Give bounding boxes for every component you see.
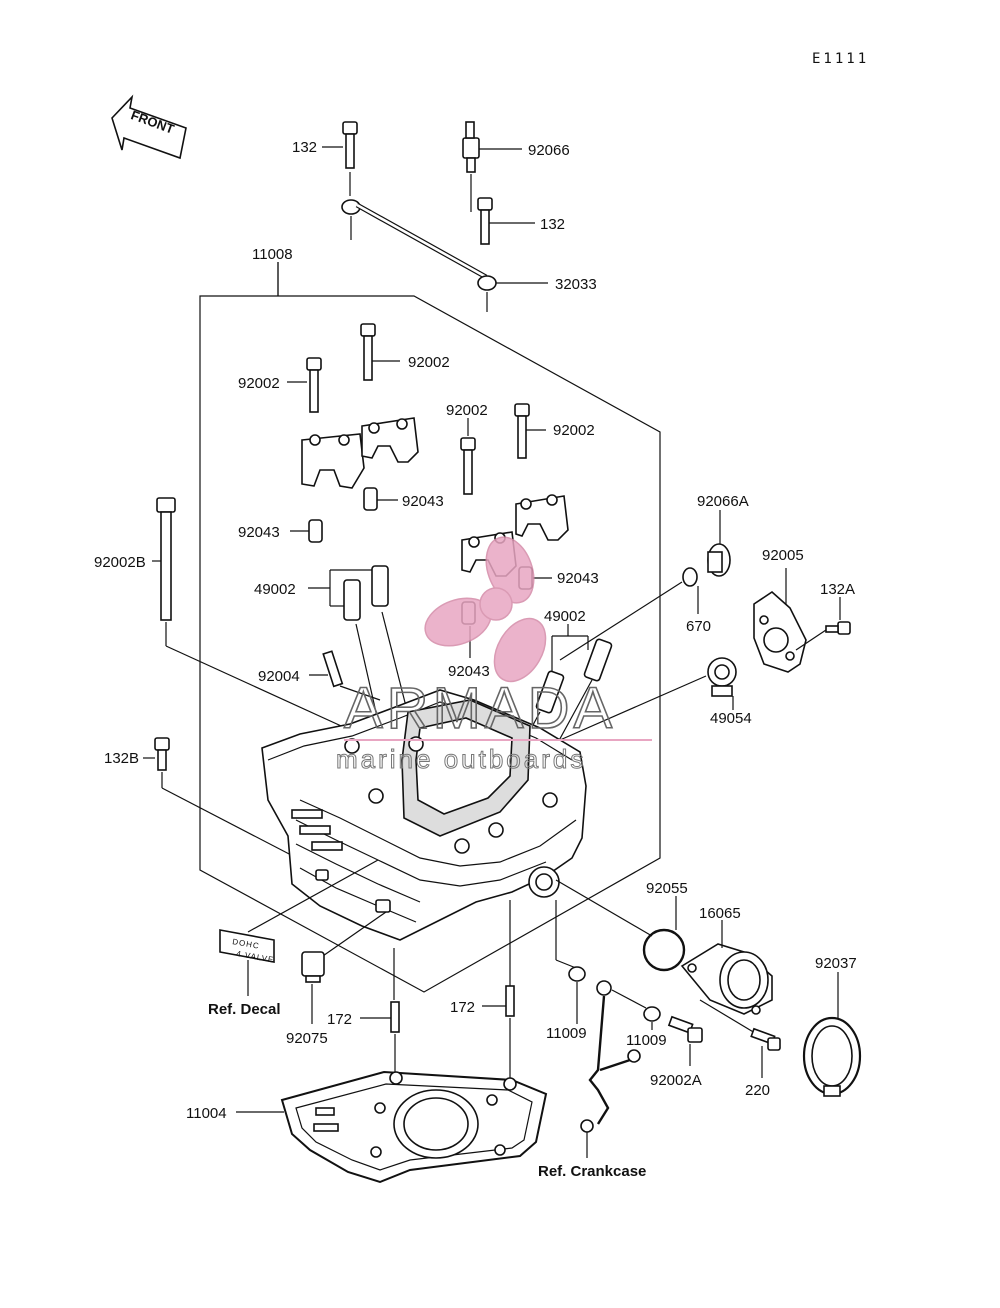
stud-172-left (390, 1001, 400, 1033)
label-132-mid: 132 (540, 216, 565, 233)
valve-lifter-49002-right (535, 638, 613, 714)
thermostat-49054 (707, 657, 737, 697)
dowel-92043-a (363, 487, 378, 511)
label-92043-b: 92043 (238, 524, 280, 541)
camshaft-cap-left (301, 433, 365, 489)
stud-172-right (505, 985, 515, 1017)
sensor-92075 (301, 951, 325, 983)
valve-lifter-49002-left (343, 565, 389, 621)
label-32033: 32033 (555, 276, 597, 293)
watermark-tagline: marine outboards (336, 744, 586, 774)
label-ref-decal: Ref. Decal (208, 1001, 281, 1018)
label-172-b: 172 (450, 999, 475, 1016)
label-92005: 92005 (762, 547, 804, 564)
label-92066: 92066 (528, 142, 570, 159)
bolt-92002-d (514, 403, 530, 459)
label-92004: 92004 (258, 668, 300, 685)
label-11008: 11008 (252, 246, 293, 263)
oil-pipe (580, 980, 641, 1133)
label-92002B: 92002B (94, 554, 146, 571)
decal: DOHC 4 VALVE (219, 929, 275, 965)
label-92066A: 92066A (697, 493, 749, 510)
washer-11009-left (568, 966, 586, 982)
label-49002-b: 49002 (544, 608, 586, 625)
label-220: 220 (745, 1082, 770, 1099)
label-132B: 132B (104, 750, 139, 767)
label-ref-crankcase: Ref. Crankcase (538, 1163, 646, 1180)
clamp-92037 (802, 1016, 862, 1097)
camshaft-cap-right (361, 417, 419, 463)
oring-92055 (642, 928, 686, 972)
bolt-132-top (342, 121, 358, 169)
oring-670 (682, 567, 698, 587)
label-132A: 132A (820, 581, 855, 598)
label-92002-c: 92002 (446, 402, 488, 419)
thermostat-cover-92005 (753, 590, 807, 673)
label-92002A: 92002A (650, 1072, 702, 1089)
camshaft-cap-far (515, 494, 569, 541)
washer-11009-right (643, 1006, 661, 1022)
bolt-132-mid (477, 197, 493, 245)
label-92002-b: 92002 (408, 354, 450, 371)
label-92002-d: 92002 (553, 422, 595, 439)
bolt-92002-b (360, 323, 376, 381)
label-16065: 16065 (699, 905, 741, 922)
pipe-32033 (341, 199, 497, 291)
plug-92066A (707, 543, 731, 577)
propeller-logo-icon (424, 536, 547, 683)
watermark: ARMADA marine outboards (336, 536, 652, 775)
stud-92004 (322, 650, 344, 688)
temperature-sensor-92066 (462, 121, 480, 173)
label-92055: 92055 (646, 880, 688, 897)
label-92043-a: 92043 (402, 493, 444, 510)
label-670: 670 (686, 618, 711, 635)
label-132-top: 132 (292, 139, 317, 156)
bolt-132A (825, 621, 851, 635)
front-arrow-icon: FRONT (111, 94, 187, 160)
diagram-code: E1111 (812, 51, 869, 67)
label-11009-a: 11009 (546, 1025, 587, 1042)
bolt-220 (750, 1027, 781, 1051)
dowel-92043-b (308, 519, 323, 543)
label-11004: 11004 (186, 1105, 227, 1122)
label-92075: 92075 (286, 1030, 328, 1047)
bolt-92002-c (460, 437, 476, 495)
bolt-92002-a (306, 357, 322, 413)
cylinder-head-11008 (261, 689, 587, 941)
bolt-92002A (667, 1015, 703, 1043)
label-172-a: 172 (327, 1011, 352, 1028)
label-92037: 92037 (815, 955, 857, 972)
label-49002-a: 49002 (254, 581, 296, 598)
label-92043-c: 92043 (557, 570, 599, 587)
label-92043-d: 92043 (448, 663, 490, 680)
watermark-brand: ARMADA (344, 676, 616, 741)
label-49054: 49054 (710, 710, 752, 727)
carburetor-holder-16065 (680, 943, 773, 1015)
label-92002-a: 92002 (238, 375, 280, 392)
long-bolt-92002B (156, 497, 176, 621)
head-gasket-11004 (280, 1070, 548, 1184)
label-11009-b: 11009 (626, 1032, 667, 1049)
bolt-132B (154, 737, 170, 771)
